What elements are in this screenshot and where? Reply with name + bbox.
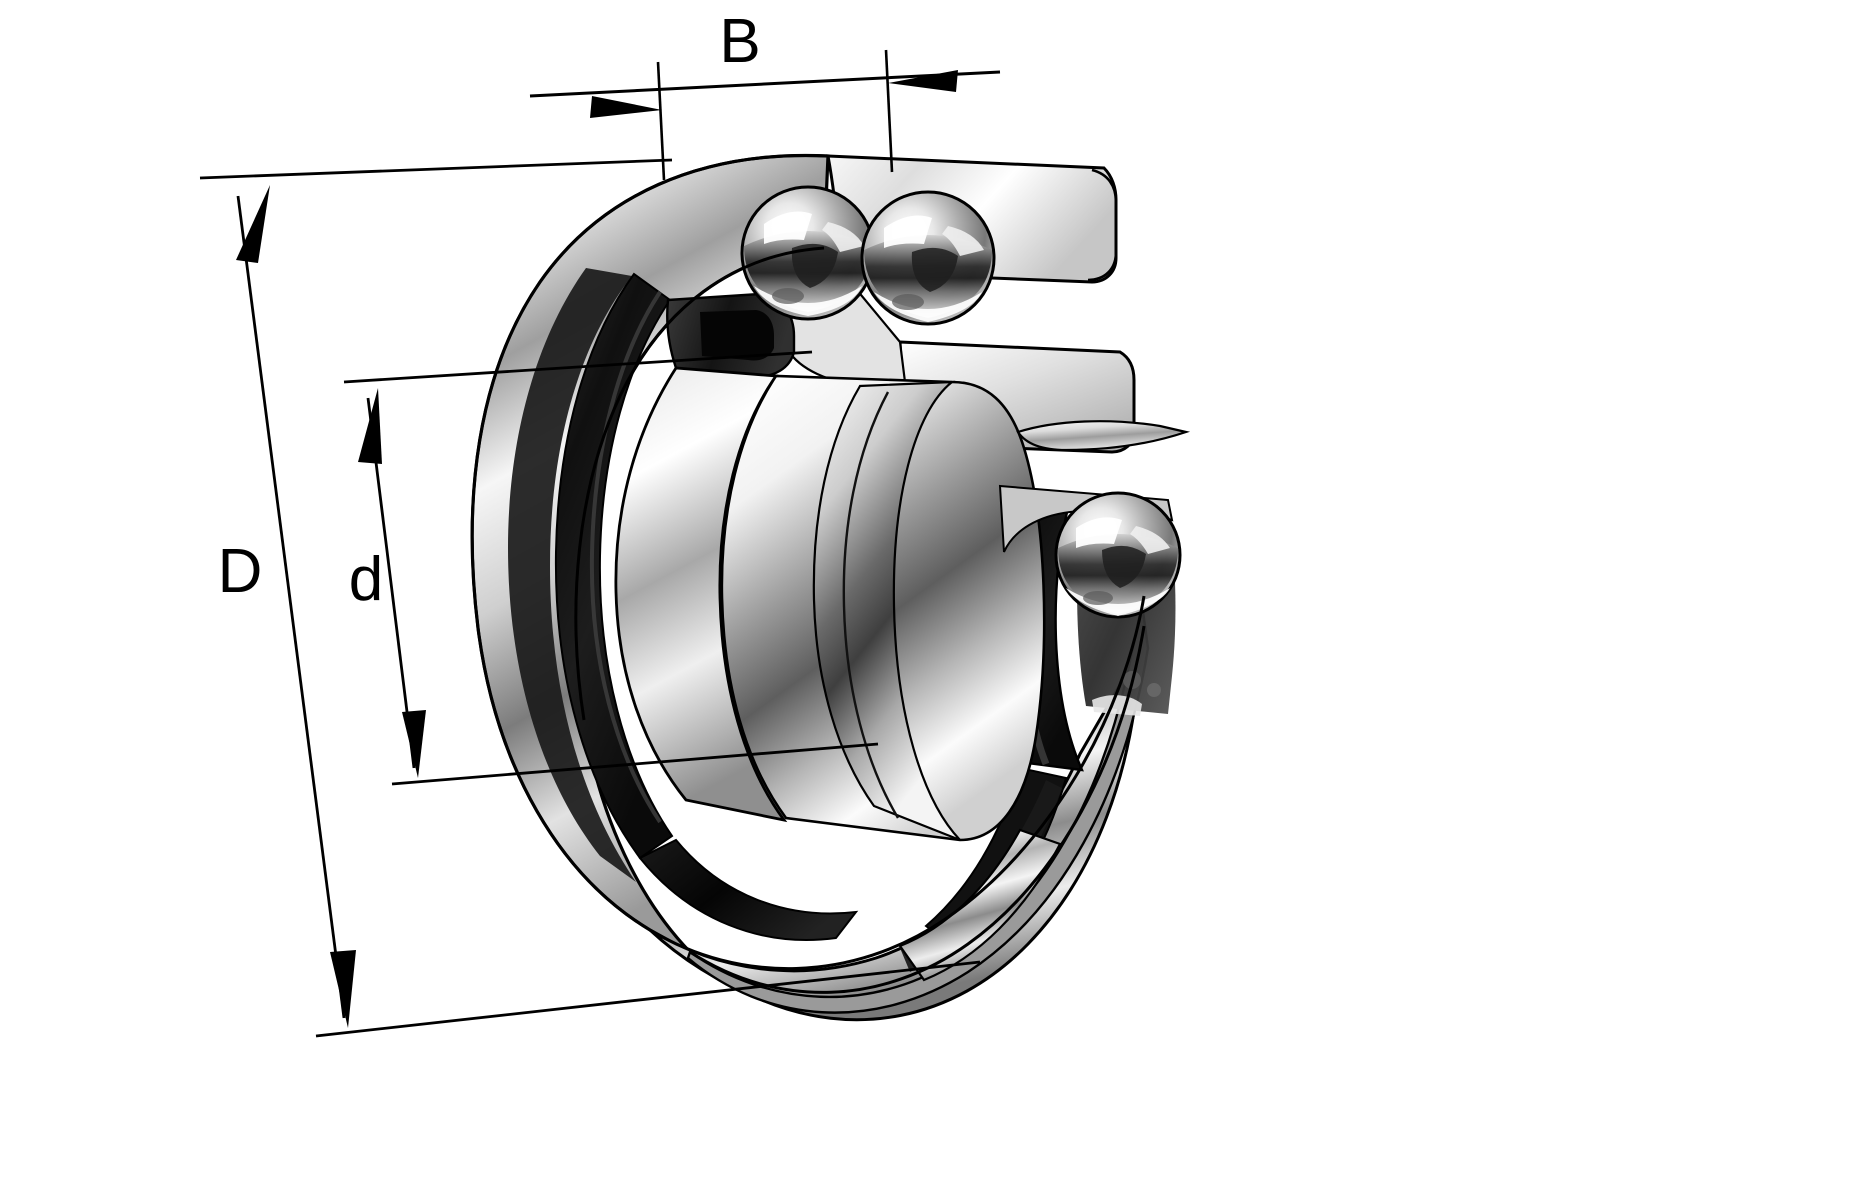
dimension-label-d: d (349, 545, 383, 614)
dimension-label-B: B (719, 7, 760, 76)
dimension-D: D (199, 158, 981, 1038)
ball-cutaway-right (1054, 491, 1182, 619)
dimension-d: d (343, 350, 879, 786)
bearing-assembly (470, 153, 1191, 1022)
dimension-label-D: D (218, 537, 263, 606)
ball-row-2-right (860, 190, 996, 326)
dimension-B: B (529, 7, 1001, 181)
rolling-elements (740, 185, 1182, 619)
dimension-annotations: B D d (199, 7, 1001, 1038)
ball-row-1-left (740, 185, 876, 321)
silhouette-outlines (470, 153, 1146, 994)
